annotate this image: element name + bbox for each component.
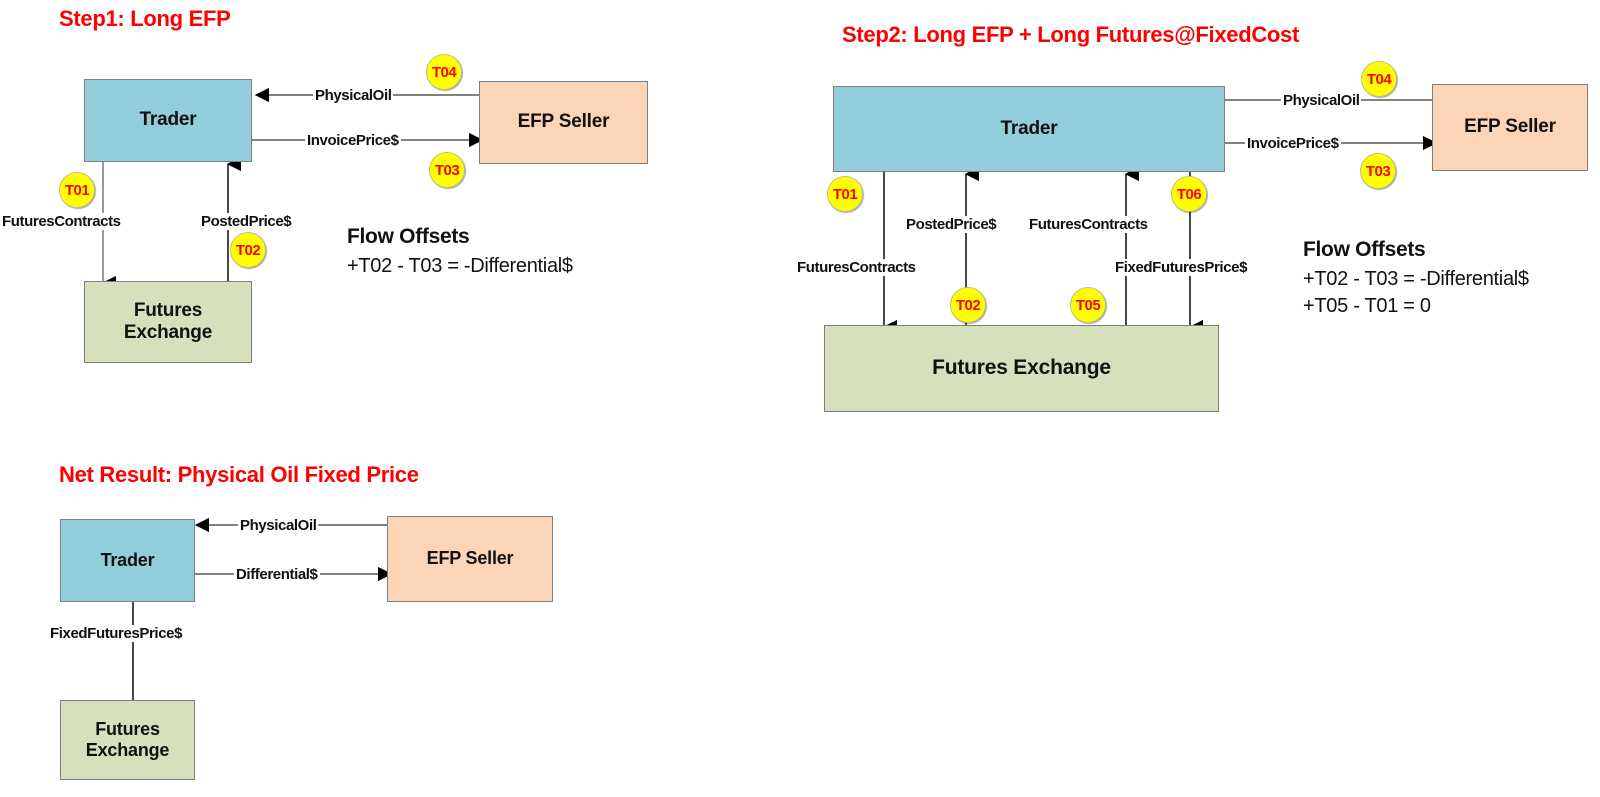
step1-node-trader-label: Trader	[139, 109, 197, 131]
step1-flow-offsets: Flow Offsets +T02 - T03 = -Differential$	[347, 225, 573, 280]
step2-badge-t03: T03	[1360, 153, 1396, 189]
step2-flow-offsets-line-1: +T05 - T01 = 0	[1303, 295, 1431, 317]
step2-flow-offsets-heading: Flow Offsets	[1303, 238, 1426, 261]
net-result-title: Net Result: Physical Oil Fixed Price	[59, 462, 419, 487]
step2-node-futures-exchange: Futures Exchange	[824, 325, 1219, 412]
net-label-physical-oil: PhysicalOil	[238, 517, 319, 534]
step1-badge-t01: T01	[59, 172, 95, 208]
step2-label-posted-price: PostedPrice$	[904, 216, 999, 233]
step1-label-physical-oil: PhysicalOil	[313, 87, 394, 104]
step2-badge-t06: T06	[1171, 176, 1207, 212]
step2-badge-t02: T02	[950, 287, 986, 323]
step2-title: Step2: Long EFP + Long Futures@FixedCost	[842, 22, 1300, 47]
step2-node-trader: Trader	[833, 86, 1225, 172]
step2-flow-offsets-line-0: +T02 - T03 = -Differential$	[1303, 268, 1529, 290]
step1-label-invoice-price: InvoicePrice$	[305, 132, 401, 149]
step2-label-futures-contracts-out: FuturesContracts	[795, 259, 918, 276]
step2-flow-offsets: Flow Offsets +T02 - T03 = -Differential$…	[1303, 238, 1529, 320]
step1-badge-t04: T04	[426, 54, 462, 90]
step2-badge-t05: T05	[1070, 287, 1106, 323]
step1-node-futures-exchange: Futures Exchange	[84, 281, 252, 363]
step1-node-efp-seller-label: EFP Seller	[517, 111, 610, 133]
step1-badge-t03: T03	[429, 152, 465, 188]
step1-node-futures-exchange-label-line1: Futures	[133, 299, 203, 321]
net-node-futures-exchange-label-line2: Exchange	[85, 740, 170, 760]
step1-flow-offsets-line-0: +T02 - T03 = -Differential$	[347, 255, 573, 277]
step1-flow-offsets-heading: Flow Offsets	[347, 225, 470, 248]
step1-badge-t02: T02	[230, 232, 266, 268]
net-node-trader: Trader	[60, 519, 195, 602]
step1-node-trader: Trader	[84, 79, 252, 162]
net-label-fixed-futures-price: FixedFuturesPrice$	[48, 625, 185, 642]
step2-label-fixed-futures-price: FixedFuturesPrice$	[1113, 259, 1250, 276]
step2-node-trader-label: Trader	[1000, 117, 1058, 139]
step2-node-futures-exchange-label: Futures Exchange	[932, 356, 1111, 380]
step2-badge-t01: T01	[827, 176, 863, 212]
step1-title: Step1: Long EFP	[59, 6, 231, 31]
net-node-efp-seller-label: EFP Seller	[426, 548, 514, 569]
step1-label-futures-contracts: FuturesContracts	[0, 213, 123, 230]
net-node-trader-label: Trader	[100, 549, 155, 570]
step1-label-posted-price: PostedPrice$	[199, 213, 294, 230]
net-label-differential: Differential$	[234, 566, 320, 583]
step2-node-efp-seller-label: EFP Seller	[1464, 116, 1556, 138]
net-node-futures-exchange-label-line1: Futures	[95, 718, 160, 739]
net-node-efp-seller: EFP Seller	[387, 516, 553, 602]
step2-badge-t04: T04	[1361, 61, 1397, 97]
step2-label-physical-oil: PhysicalOil	[1281, 92, 1362, 109]
step2-node-efp-seller: EFP Seller	[1432, 84, 1588, 171]
step2-label-invoice-price: InvoicePrice$	[1245, 135, 1341, 152]
step1-node-futures-exchange-label-line2: Exchange	[123, 322, 213, 343]
net-node-futures-exchange: Futures Exchange	[60, 700, 195, 780]
step2-label-futures-contracts-in: FuturesContracts	[1027, 216, 1150, 233]
step1-node-efp-seller: EFP Seller	[479, 81, 648, 164]
